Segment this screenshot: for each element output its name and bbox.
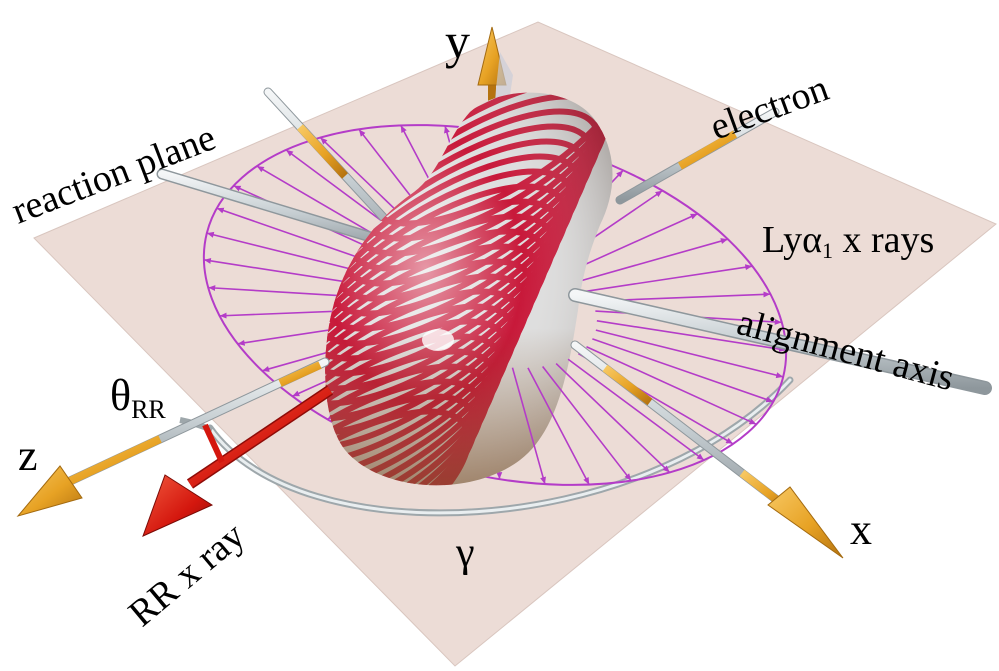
y-axis-label: y bbox=[445, 13, 470, 69]
z-axis-label: z bbox=[18, 431, 38, 480]
lya-emission-arrow bbox=[576, 238, 729, 283]
lya-emission-arrow bbox=[511, 367, 546, 485]
lya-emission-arrow bbox=[555, 363, 671, 474]
lya-emission-arrow bbox=[527, 367, 590, 485]
electron-beam-front bbox=[615, 107, 780, 205]
lya-xrays-label: Lyα1 x rays bbox=[762, 219, 934, 263]
lya-emission-arrow bbox=[595, 329, 784, 379]
lya-emission-arrow bbox=[584, 264, 753, 293]
z-axis-arrow bbox=[16, 357, 330, 517]
rr-xray-label: RR x ray bbox=[121, 515, 253, 635]
lya-emission-arrow bbox=[592, 338, 774, 403]
lya-emission-arrow bbox=[567, 358, 705, 461]
lya-emission-arrow bbox=[565, 213, 698, 274]
lya-emission-arrow bbox=[586, 346, 757, 426]
x-axis-arrow bbox=[570, 340, 844, 559]
theta-rr-label: θRR bbox=[110, 371, 166, 424]
lya-emission-arrow bbox=[542, 365, 632, 482]
lya-emission-arrow bbox=[596, 320, 787, 353]
gamma-label: γ bbox=[455, 530, 475, 576]
alignment-axis-rod bbox=[568, 288, 992, 395]
x-axis-label: x bbox=[850, 505, 872, 554]
rr-xray-arrow bbox=[142, 385, 334, 537]
